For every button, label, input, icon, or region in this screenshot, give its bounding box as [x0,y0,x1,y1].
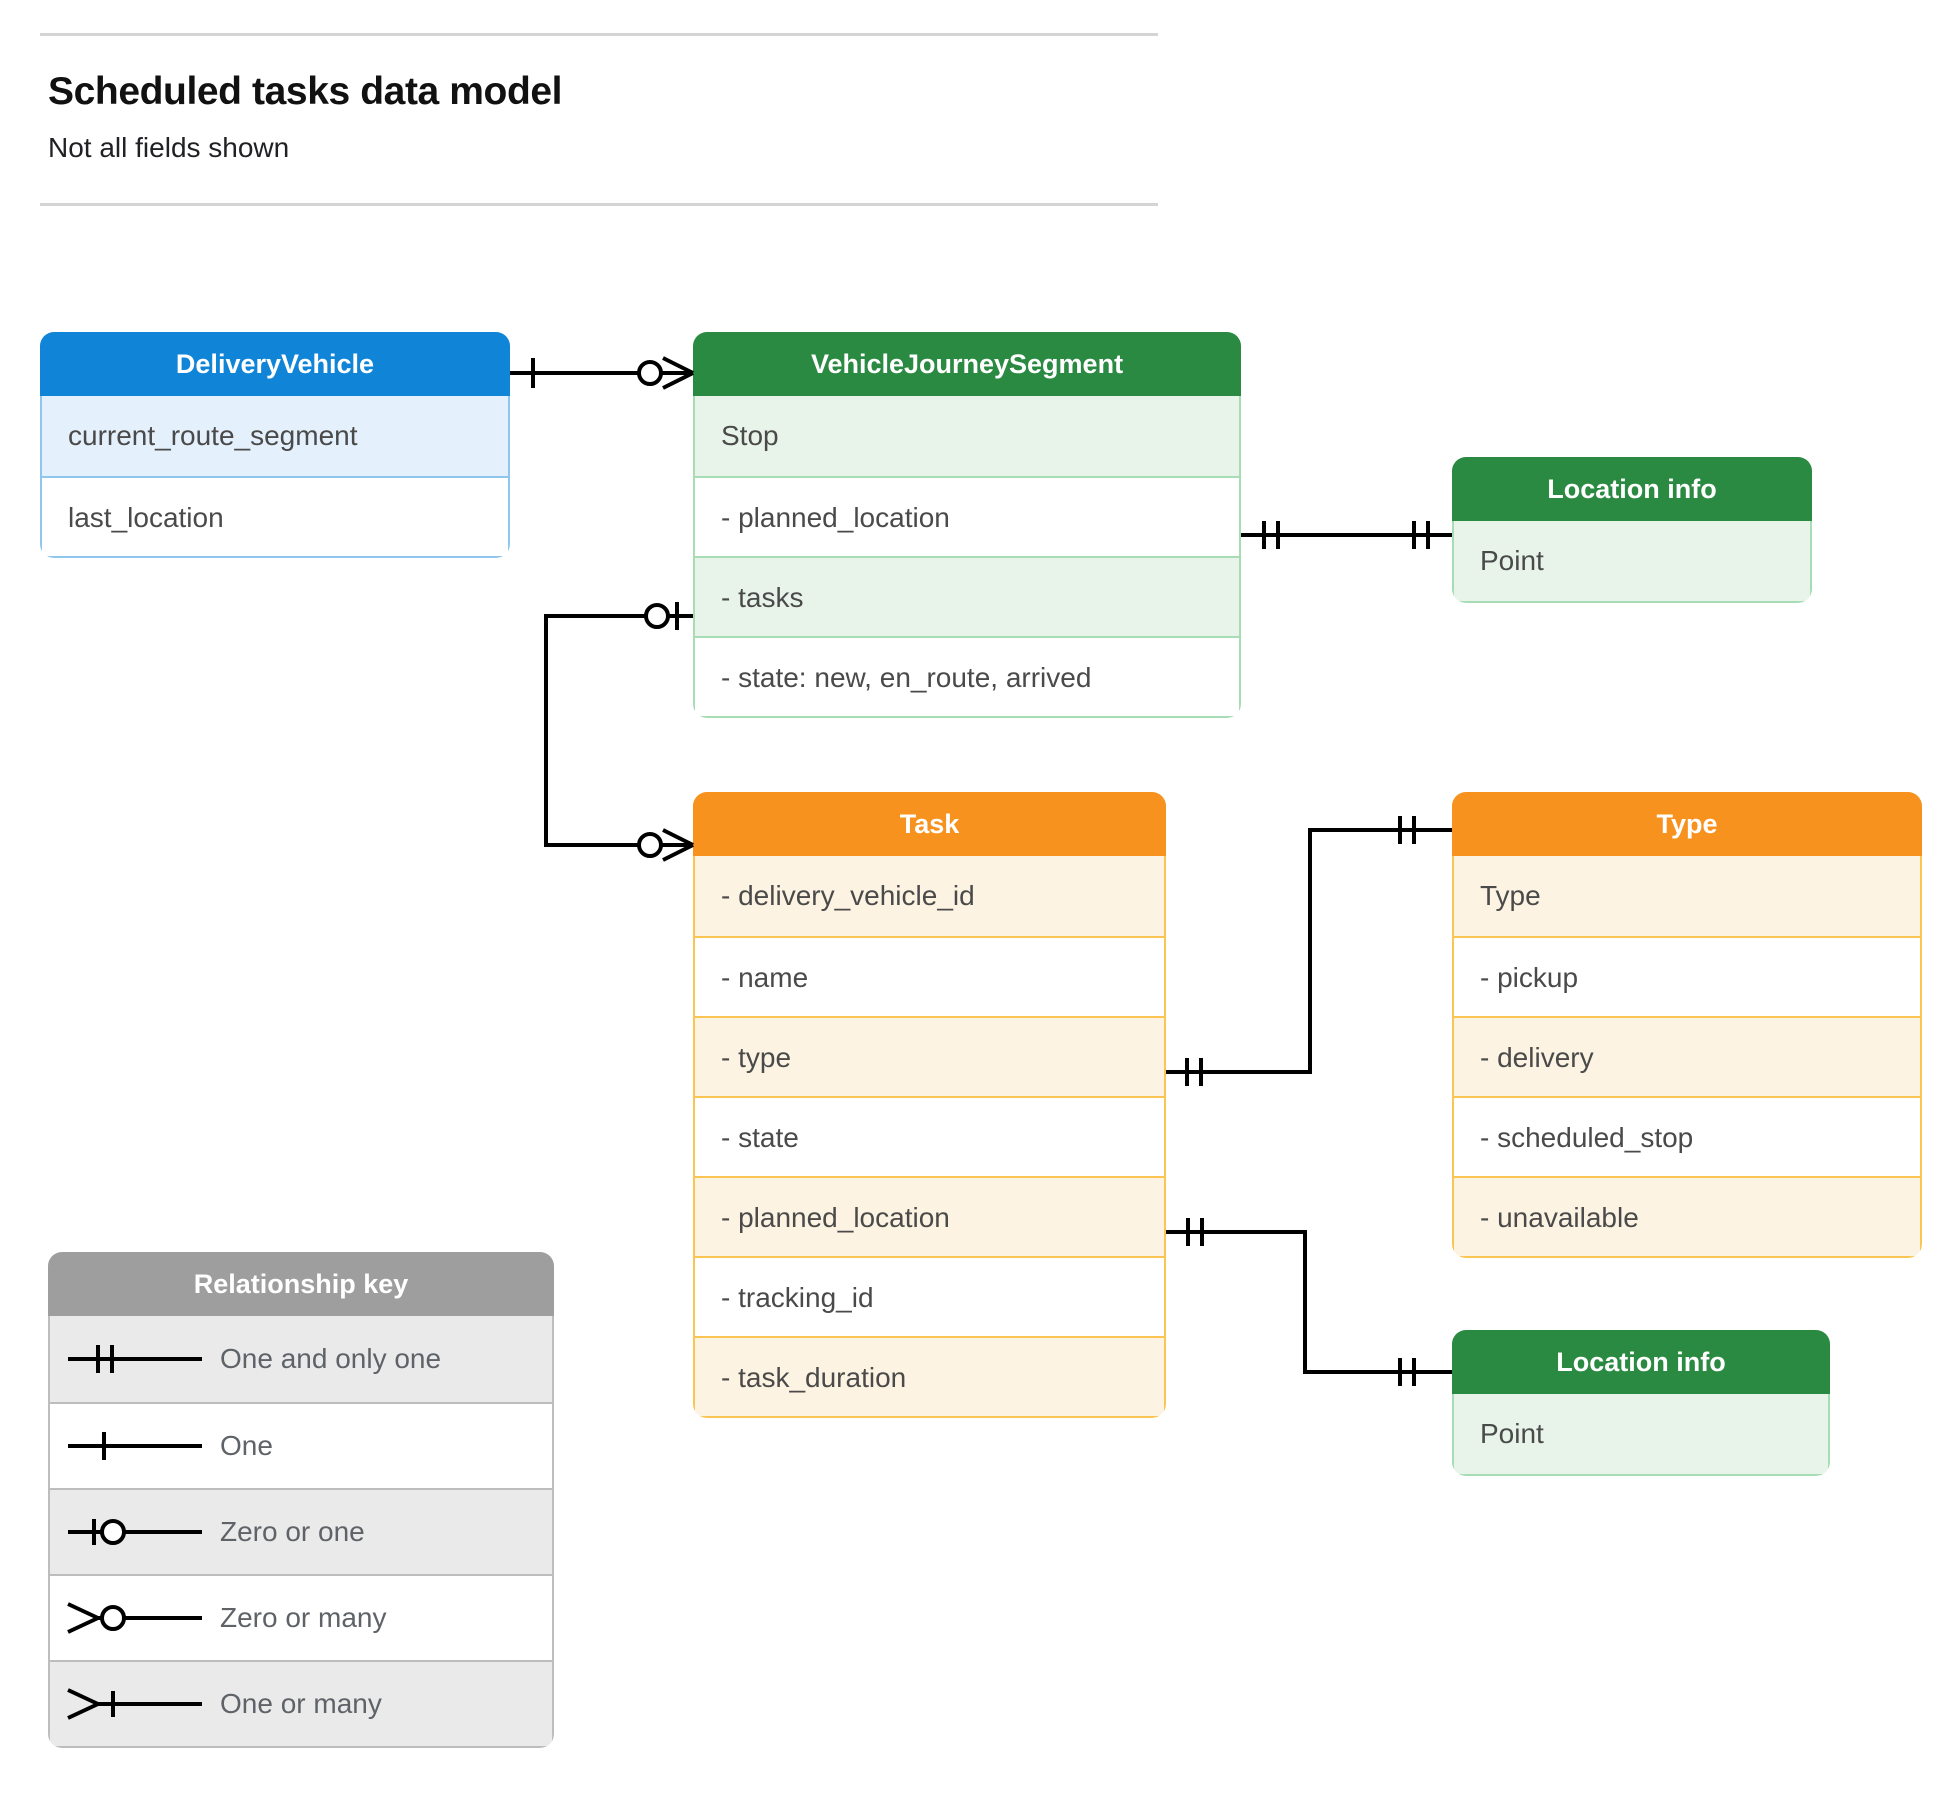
connector-task-planned-location-to-location-info-bottom [1166,1218,1452,1386]
entity-field: current_route_segment [42,396,508,476]
entity-header-location-info-top: Location info [1452,457,1812,521]
legend-label: One or many [220,1688,382,1719]
header-divider-bottom [40,203,1158,206]
entity-field: - state [695,1096,1164,1176]
header-divider-top [40,33,1158,36]
one-icon [50,1426,220,1466]
entity-field: - pickup [1454,936,1920,1016]
zero-or-many-icon [50,1598,220,1638]
legend-label: Zero or many [220,1602,387,1633]
connector-delivery-vehicle-to-journey-segment [510,356,694,390]
entity-type[interactable]: Type Type - pickup - delivery - schedule… [1452,792,1922,1258]
one-or-many-icon [50,1684,220,1724]
page-subtitle: Not all fields shown [48,132,290,163]
entity-field: Stop [695,396,1239,476]
entity-field: - delivery [1454,1016,1920,1096]
entity-field: - type [695,1016,1164,1096]
entity-rows-delivery-vehicle: current_route_segment last_location [40,396,510,558]
entity-header-location-info-bottom: Location info [1452,1330,1830,1394]
legend-row: Zero or one [50,1488,552,1574]
connector-tasks-to-task [544,602,694,862]
connector-task-type-to-type [1166,816,1452,1086]
entity-rows-location-info-bottom: Point [1452,1394,1830,1476]
entity-field: - planned_location [695,1176,1164,1256]
entity-field: - planned_location [695,476,1239,556]
legend-row: One or many [50,1660,552,1746]
legend-header: Relationship key [48,1252,554,1316]
entity-field: - delivery_vehicle_id [695,856,1164,936]
entity-header-vehicle-journey-segment: VehicleJourneySegment [693,332,1241,396]
entity-rows-vehicle-journey-segment: Stop - planned_location - tasks - state:… [693,396,1241,718]
entity-field: Point [1454,521,1810,601]
entity-header-delivery-vehicle: DeliveryVehicle [40,332,510,396]
entity-header-type: Type [1452,792,1922,856]
legend-row: Zero or many [50,1574,552,1660]
relationship-key-legend[interactable]: Relationship key One and only one [48,1252,554,1748]
page-title: Scheduled tasks data model [48,70,563,113]
legend-row: One and only one [50,1316,552,1402]
entity-location-info-top[interactable]: Location info Point [1452,457,1812,603]
entity-field: Type [1454,856,1920,936]
legend-rows: One and only one One [48,1316,554,1748]
entity-rows-location-info-top: Point [1452,521,1812,603]
entity-vehicle-journey-segment[interactable]: VehicleJourneySegment Stop - planned_loc… [693,332,1241,718]
entity-field: - task_duration [695,1336,1164,1416]
entity-rows-type: Type - pickup - delivery - scheduled_sto… [1452,856,1922,1258]
entity-field: - tasks [695,556,1239,636]
entity-field: - unavailable [1454,1176,1920,1256]
legend-label: One and only one [220,1343,442,1374]
entity-field: - state: new, en_route, arrived [695,636,1239,716]
entity-header-task: Task [693,792,1166,856]
entity-field: - name [695,936,1164,1016]
entity-field: - scheduled_stop [1454,1096,1920,1176]
entity-location-info-bottom[interactable]: Location info Point [1452,1330,1830,1476]
zero-or-one-icon [50,1512,220,1552]
entity-delivery-vehicle[interactable]: DeliveryVehicle current_route_segment la… [40,332,510,558]
legend-label: Zero or one [220,1516,365,1547]
connector-planned-location-to-location-info-top [1241,521,1452,549]
entity-task[interactable]: Task - delivery_vehicle_id - name - type… [693,792,1166,1418]
entity-field: last_location [42,476,508,556]
legend-label: One [220,1430,273,1461]
legend-row: One [50,1402,552,1488]
entity-field: Point [1454,1394,1828,1474]
entity-rows-task: - delivery_vehicle_id - name - type - st… [693,856,1166,1418]
entity-field: - tracking_id [695,1256,1164,1336]
one-and-only-one-icon [50,1339,220,1379]
